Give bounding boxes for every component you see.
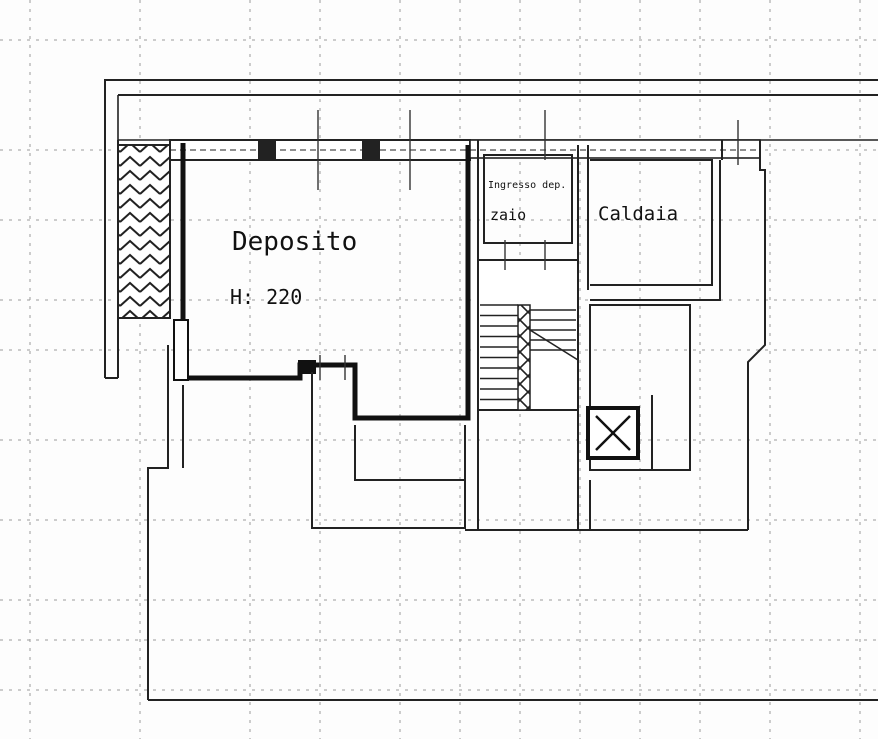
small-room-label-top: Ingresso dep. <box>488 180 566 191</box>
deposito-walls <box>180 143 471 421</box>
chimney-hatch <box>117 144 171 319</box>
deposito-label: Deposito <box>232 227 357 257</box>
lift-shaft <box>586 304 691 530</box>
caldaia-label: Caldaia <box>598 203 678 225</box>
small-room-label-bottom: zaio <box>490 206 526 224</box>
stair <box>477 259 579 411</box>
door-jamb <box>173 319 189 381</box>
deposito-height-label: H: 220 <box>230 285 302 309</box>
top-wall <box>169 139 761 161</box>
caldaia-walls <box>590 140 766 530</box>
wall-pillar <box>298 360 316 374</box>
scan-marks <box>317 110 739 380</box>
